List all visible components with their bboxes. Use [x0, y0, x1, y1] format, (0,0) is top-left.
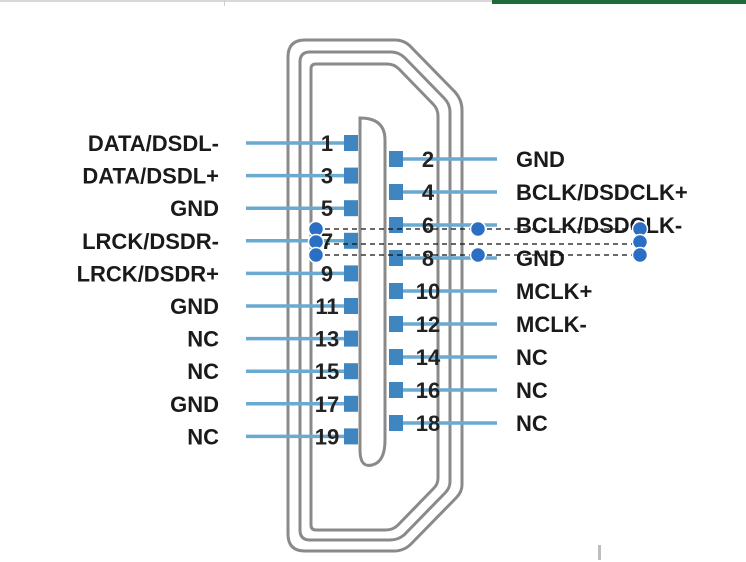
pin-label: LRCK/DSDR+ [77, 261, 219, 286]
pin-pad [344, 298, 358, 314]
pin-number: 3 [321, 164, 333, 189]
pin-label: GND [516, 147, 565, 172]
pin-pad [389, 316, 403, 332]
top-edge-accent [492, 0, 746, 4]
pin-number: 11 [315, 294, 338, 319]
selection-handle[interactable] [631, 246, 649, 264]
pin-label: GND [170, 294, 219, 319]
pin-pad [389, 382, 403, 398]
left-pin-11: 11 GND [170, 294, 358, 319]
pin-label: GND [170, 392, 219, 417]
connector-outer-shell [286, 38, 464, 553]
pin-pad [389, 184, 403, 200]
right-pin-14: 14 NC [389, 345, 548, 370]
pin-number: 9 [321, 261, 333, 286]
pin-pad [389, 217, 403, 233]
left-pin-19: 19 NC [187, 424, 358, 449]
pin-number: 4 [422, 180, 435, 205]
pin-pad [344, 428, 358, 445]
pin-label: NC [516, 411, 548, 436]
pin-pad [389, 151, 403, 167]
pin-pad [344, 167, 358, 184]
pin-label: NC [187, 327, 219, 352]
connector-inner-shell [309, 62, 440, 532]
left-pin-17: 17 GND [170, 392, 358, 417]
pin-label: NC [187, 359, 219, 384]
pin-pad [389, 349, 403, 365]
pin-number: 16 [416, 378, 440, 403]
right-pin-6: 6 BCLK/DSDCLK- [389, 213, 682, 238]
pin-label: BCLK/DSDCLK+ [516, 180, 688, 205]
pin-label: MCLK+ [516, 279, 592, 304]
left-pin-group: 1DATA/DSDL-3DATA/DSDL+5GND7LRCK/DSDR-9LR… [77, 131, 358, 449]
right-pin-12: 12 MCLK- [389, 312, 587, 337]
top-edge-gray [0, 0, 492, 2]
pin-label: LRCK/DSDR- [82, 229, 219, 254]
connector-outline [286, 38, 464, 553]
right-pin-8: 8 GND [389, 246, 565, 271]
pin-number: 1 [321, 131, 333, 156]
left-pin-7: 7 LRCK/DSDR- [82, 229, 358, 254]
pin-number: 14 [416, 345, 441, 370]
pin-number: 6 [422, 213, 434, 238]
pin-pad [389, 250, 403, 266]
pin-pad [344, 330, 358, 347]
top-edge-tick [224, 0, 225, 6]
selection-handle[interactable] [307, 246, 325, 264]
left-pin-3: 3 DATA/DSDL+ [82, 164, 358, 189]
pin-number: 8 [422, 246, 434, 271]
pin-pad [344, 200, 358, 217]
pin-label: DATA/DSDL- [88, 131, 219, 156]
window-top-edge [0, 0, 746, 6]
left-pin-5: 5 GND [170, 196, 358, 221]
left-pin-15: 15 NC [187, 359, 358, 384]
connector-middle-shell [298, 50, 452, 542]
selection-handle[interactable] [469, 220, 487, 238]
right-pin-4: 4 BCLK/DSDCLK+ [389, 180, 688, 205]
selection-handle[interactable] [469, 246, 487, 264]
left-pin-13: 13 NC [187, 327, 358, 352]
pin-pad [344, 232, 358, 249]
pin-pad [389, 415, 403, 431]
text-cursor [598, 545, 601, 560]
right-pin-18: 18 NC [389, 411, 548, 436]
pin-label: NC [516, 378, 548, 403]
connector-tongue [358, 116, 387, 467]
pin-pad [344, 265, 358, 282]
pin-label: GND [516, 246, 565, 271]
pin-label: GND [170, 196, 219, 221]
right-pin-2: 2 GND [389, 147, 565, 172]
pin-label: NC [187, 424, 219, 449]
pin-label: DATA/DSDL+ [82, 164, 219, 189]
pin-label: BCLK/DSDCLK- [516, 213, 682, 238]
pin-number: 19 [315, 424, 339, 449]
pin-label: MCLK- [516, 312, 587, 337]
pin-pad [389, 283, 403, 299]
pin-number: 7 [321, 229, 333, 254]
selection-overlay[interactable] [307, 220, 649, 264]
left-pin-1: 1 DATA/DSDL- [88, 131, 358, 156]
pin-number: 12 [416, 312, 440, 337]
pin-number: 15 [315, 359, 339, 384]
right-pin-16: 16 NC [389, 378, 548, 403]
pin-label: NC [516, 345, 548, 370]
pin-pad [344, 395, 358, 412]
pin-number: 13 [315, 327, 339, 352]
pin-number: 17 [315, 392, 339, 417]
pin-number: 5 [321, 196, 333, 221]
pin-number: 10 [416, 279, 440, 304]
left-pin-9: 9 LRCK/DSDR+ [77, 261, 358, 286]
pin-number: 18 [416, 411, 440, 436]
pin-number: 2 [422, 147, 434, 172]
pin-pad [344, 363, 358, 380]
pin-pad [344, 135, 358, 151]
right-pin-10: 10 MCLK+ [389, 279, 592, 304]
